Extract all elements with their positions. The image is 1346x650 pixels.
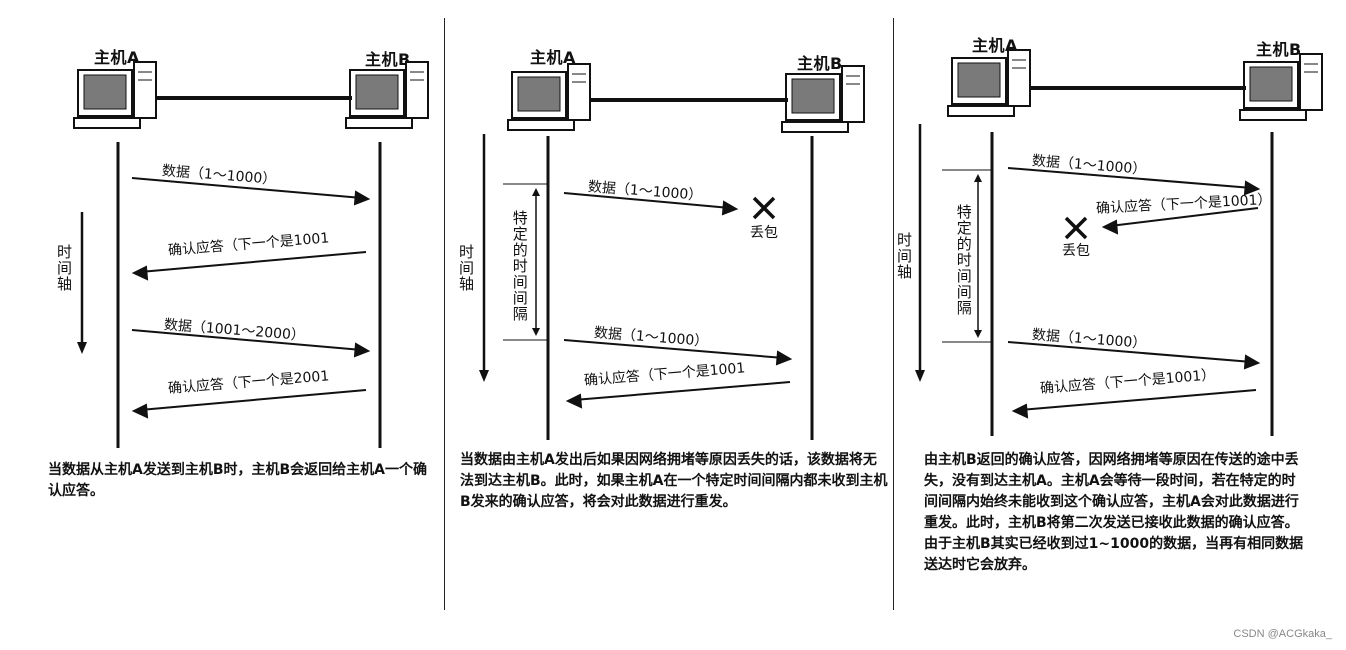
- time-axis-label: 时间轴: [895, 232, 913, 280]
- caption: 当数据从主机A发送到主机B时，主机B会返回给主机A一个确认应答。: [48, 462, 428, 499]
- panel-separator-1: [444, 18, 445, 610]
- host-a-label: 主机A: [530, 48, 576, 67]
- watermark: CSDN @ACGkaka_: [1233, 628, 1332, 640]
- lost-packet-label: 丢包: [1062, 243, 1090, 259]
- time-axis-label: 时间轴: [55, 244, 73, 292]
- panel-separator-2: [893, 18, 894, 610]
- caption: 当数据由主机A发出后如果因网络拥堵等原因丢失的话，该数据将无法到达主机B。此时，…: [460, 452, 888, 510]
- cross-icon: [1064, 216, 1088, 240]
- host-b-label: 主机B: [797, 54, 843, 73]
- cross-icon: [752, 196, 776, 220]
- caption: 由主机B返回的确认应答，因网络拥堵等原因在传送的途中丢失，没有到达主机A。主机A…: [924, 452, 1304, 573]
- host-b-label: 主机B: [1256, 40, 1302, 59]
- host-a-label: 主机A: [94, 48, 140, 67]
- lost-packet-label: 丢包: [750, 225, 778, 241]
- time-axis-label: 时间轴: [457, 244, 475, 292]
- host-a-label: 主机A: [972, 36, 1018, 55]
- interval-label: 特定的时间间隔: [510, 210, 529, 322]
- host-b-label: 主机B: [365, 50, 411, 69]
- interval-label: 特定的时间间隔: [954, 204, 973, 316]
